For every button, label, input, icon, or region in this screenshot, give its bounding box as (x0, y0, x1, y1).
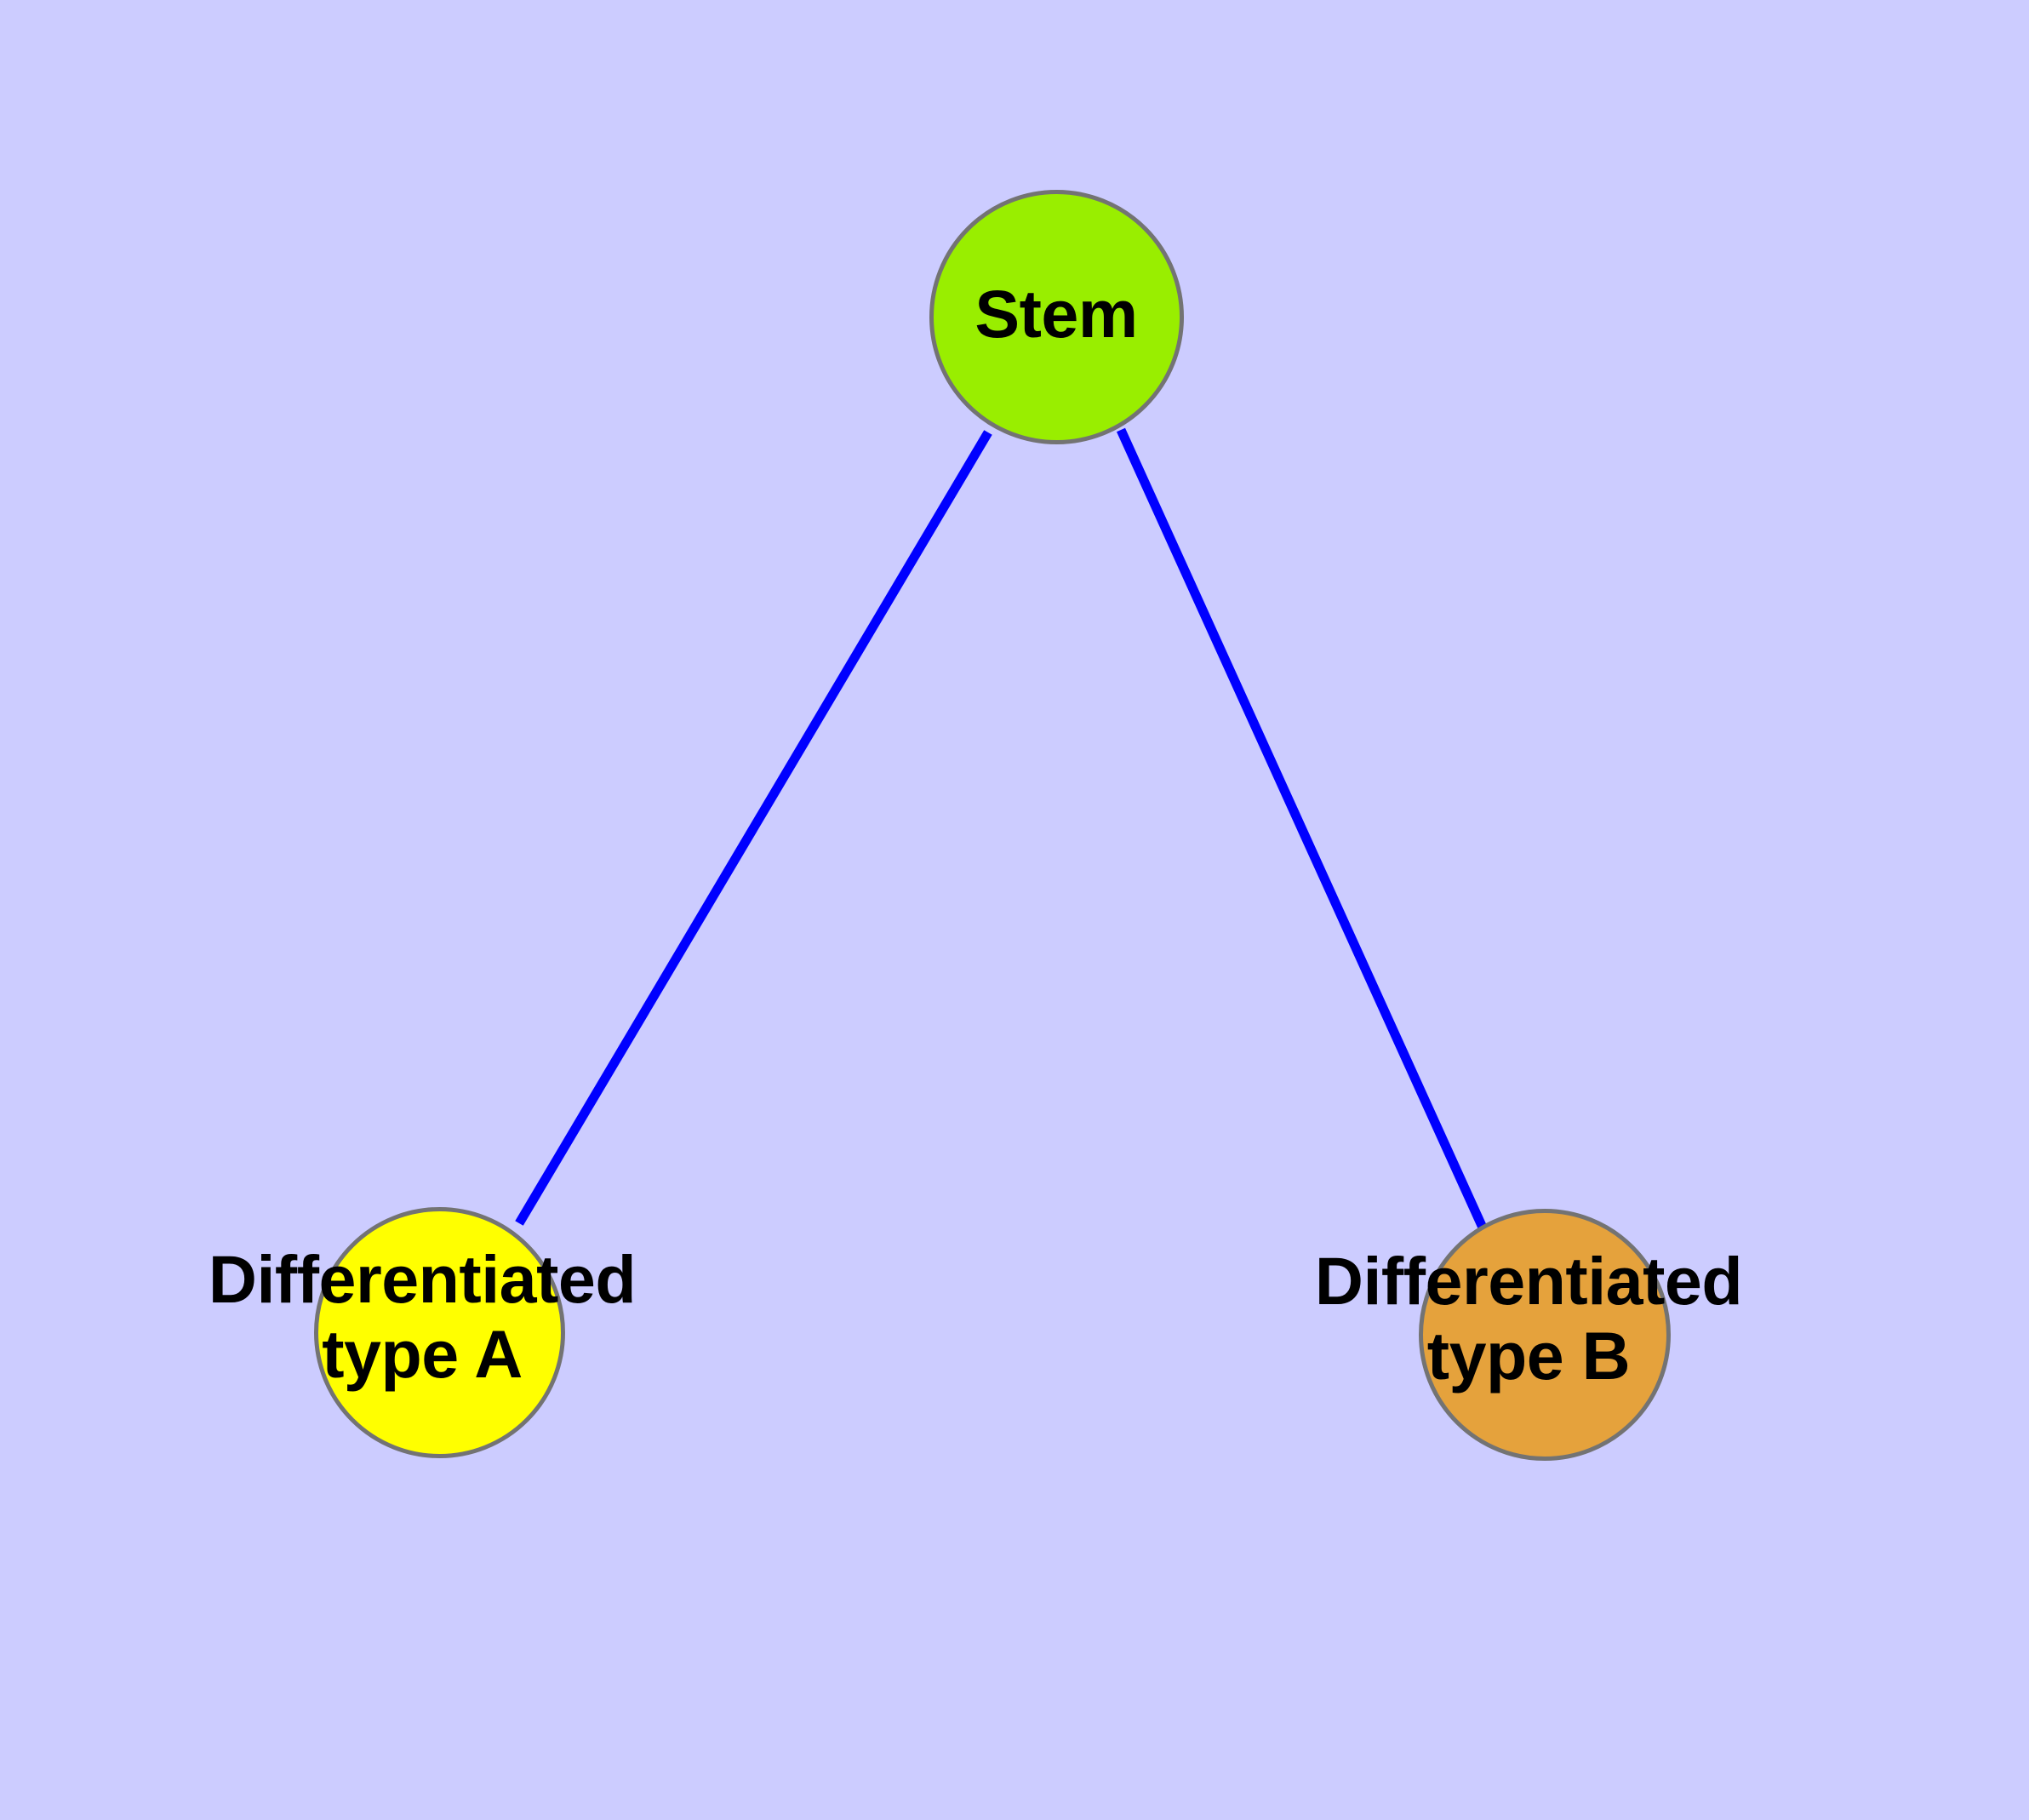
node-stem[interactable] (929, 190, 1184, 444)
edge-stem-to-diff-a (515, 430, 992, 1226)
edge-stem-to-diff-b (1116, 427, 1488, 1230)
node-differentiated-type-a[interactable] (314, 1207, 565, 1458)
node-differentiated-type-b[interactable] (1419, 1209, 1671, 1461)
